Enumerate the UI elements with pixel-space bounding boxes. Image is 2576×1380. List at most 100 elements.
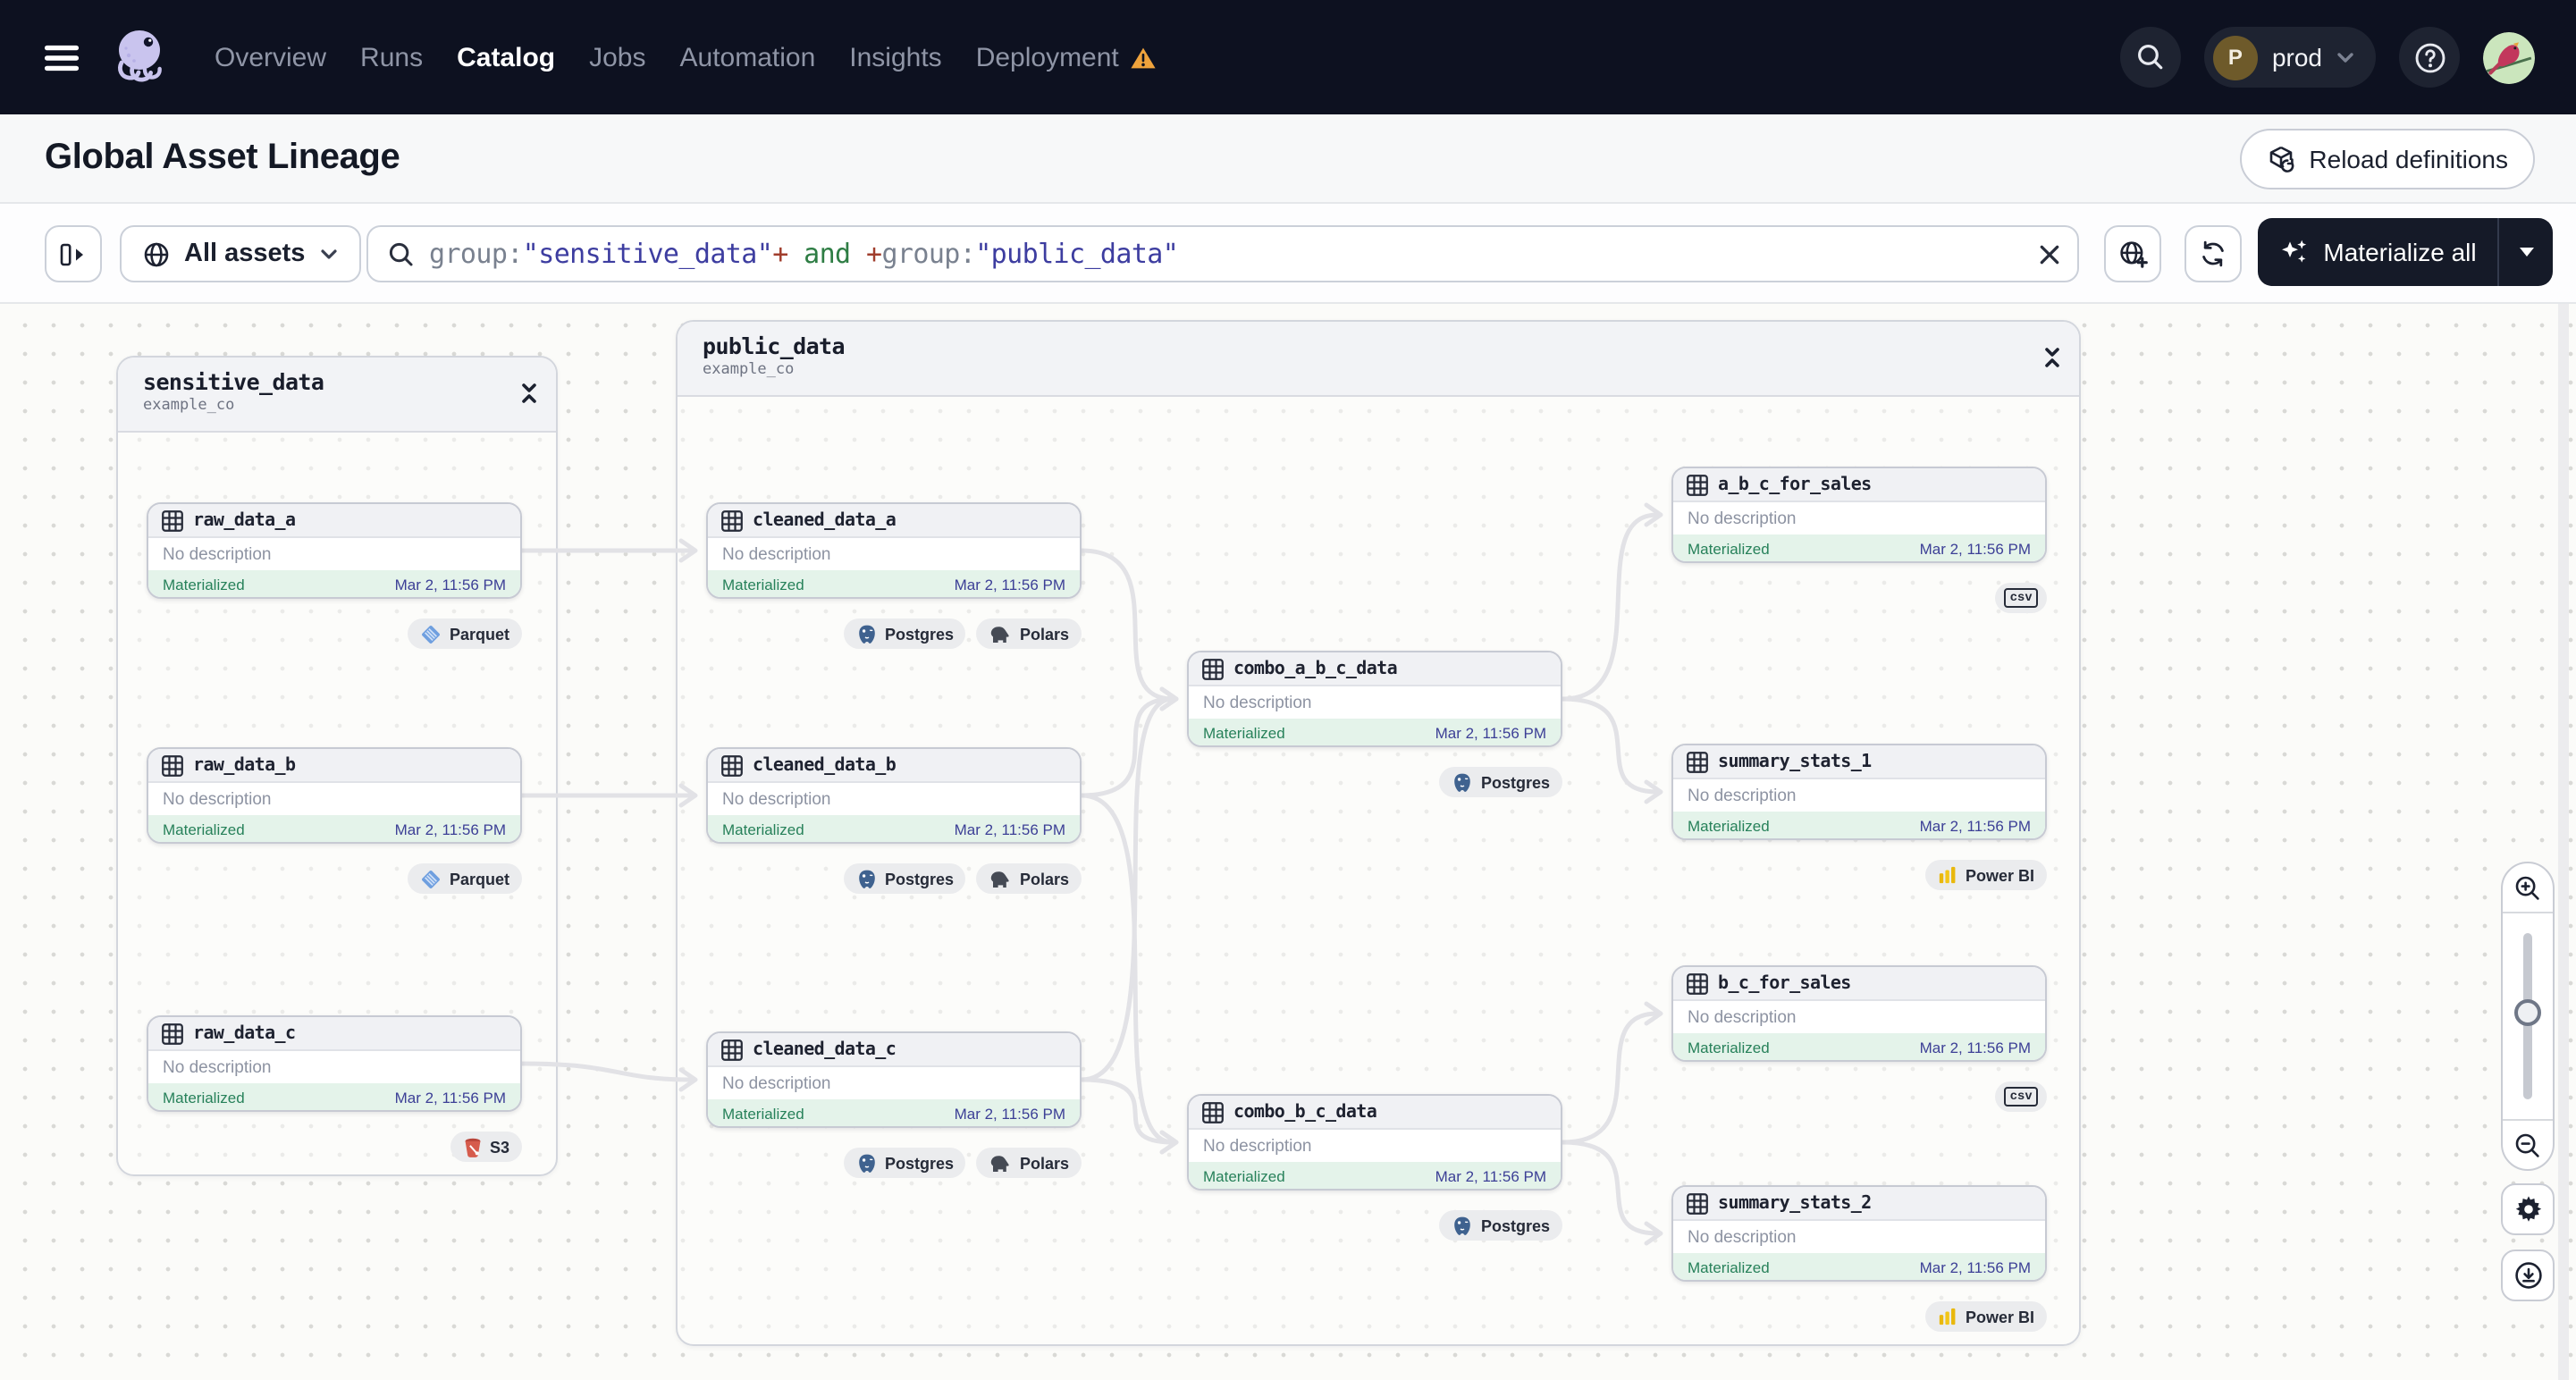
nav-item-jobs[interactable]: Jobs <box>589 42 645 72</box>
zoom-out-button[interactable] <box>2503 1121 2553 1169</box>
asset-node-header: a_b_c_for_sales <box>1673 468 2045 502</box>
table-icon <box>1201 657 1225 680</box>
asset-scope-label: All assets <box>184 240 306 268</box>
status-materialized: Materialized <box>163 575 245 593</box>
zoom-slider[interactable] <box>2503 912 2553 1121</box>
asset-badges: csv <box>1671 1081 2047 1112</box>
environment-avatar: P <box>2212 35 2258 80</box>
nav-item-runs[interactable]: Runs <box>360 42 423 72</box>
materialization-timestamp: Mar 2, 11:56 PM <box>1919 1258 2031 1275</box>
asset-description: No description <box>1688 1227 1797 1247</box>
zoom-in-button[interactable] <box>2503 863 2553 912</box>
asset-search-input[interactable]: group:"sensitive_data"+ and +group:"publ… <box>366 225 2079 282</box>
nav-item-insights[interactable]: Insights <box>849 42 941 72</box>
asset-name: cleaned_data_c <box>753 1039 897 1059</box>
hamburger-menu-button[interactable] <box>45 44 79 71</box>
materialize-divider <box>2497 218 2499 286</box>
dagster-logo-icon[interactable] <box>107 25 172 89</box>
nav-item-overview[interactable]: Overview <box>215 42 326 72</box>
badge-power-bi: Power BI <box>1925 860 2047 890</box>
reload-cube-icon <box>2269 145 2294 172</box>
nav-item-label: Jobs <box>589 42 646 72</box>
asset-badges: Power BI <box>1671 1301 2047 1332</box>
collapse-group-button[interactable] <box>2041 345 2063 370</box>
asset-description: No description <box>163 789 272 809</box>
search-query-text: group:"sensitive_data"+ and +group:"publ… <box>429 238 1179 270</box>
status-materialized: Materialized <box>722 820 804 837</box>
materialization-timestamp: Mar 2, 11:56 PM <box>1919 1038 2031 1056</box>
table-icon <box>1686 972 1709 995</box>
global-search-button[interactable] <box>2119 27 2181 88</box>
user-avatar[interactable] <box>2483 31 2535 83</box>
nav-item-catalog[interactable]: Catalog <box>457 42 555 72</box>
zoom-slider-thumb[interactable] <box>2514 999 2541 1026</box>
help-button[interactable] <box>2399 27 2460 88</box>
asset-name: cleaned_data_a <box>753 510 897 530</box>
badge-label: Power BI <box>1965 866 2034 884</box>
status-materialized: Materialized <box>1688 539 1770 557</box>
graph-settings-button[interactable] <box>2501 1183 2555 1235</box>
query-segment: group: <box>881 238 976 270</box>
group-title: sensitive_data <box>143 368 324 395</box>
badge-label: S3 <box>489 1138 509 1156</box>
download-image-button[interactable] <box>2501 1250 2555 1301</box>
postgres-icon <box>856 1152 878 1174</box>
asset-scope-dropdown[interactable]: All assets <box>120 225 361 282</box>
zoom-control-panel <box>2501 862 2555 1171</box>
materialize-all-main[interactable]: Materialize all <box>2258 237 2497 267</box>
asset-name: combo_a_b_c_data <box>1233 659 1398 678</box>
asset-description: No description <box>722 544 831 564</box>
materialization-timestamp: Mar 2, 11:56 PM <box>394 820 506 837</box>
search-icon <box>389 241 413 265</box>
table-icon <box>720 1038 744 1061</box>
toggle-sidebar-button[interactable] <box>45 225 102 282</box>
close-icon <box>2040 245 2059 265</box>
zoom-in-icon <box>2515 875 2539 899</box>
canvas-scrollbar[interactable] <box>2558 304 2569 1380</box>
status-materialized: Materialized <box>1688 1258 1770 1275</box>
page-title: Global Asset Lineage <box>45 138 400 177</box>
reload-definitions-button[interactable]: Reload definitions <box>2239 129 2535 189</box>
badge-label: Postgres <box>884 625 954 643</box>
refresh-button[interactable] <box>2185 225 2242 282</box>
collapse-group-button[interactable] <box>518 381 540 406</box>
clear-search-button[interactable] <box>2038 243 2061 266</box>
asset-node-header: raw_data_c <box>148 1017 520 1051</box>
materialize-all-button[interactable]: Materialize all <box>2258 218 2553 286</box>
filter-to-selection-button[interactable] <box>2104 225 2161 282</box>
asset-badges: Parquet <box>147 618 522 649</box>
badge-polars: Polars <box>976 1148 1082 1178</box>
query-segment: and <box>787 238 866 270</box>
materialize-dropdown-toggle[interactable] <box>2499 247 2553 257</box>
avatar-bird-image <box>2483 31 2535 83</box>
nav-item-deployment[interactable]: Deployment <box>976 42 1157 72</box>
asset-name: raw_data_b <box>193 755 296 775</box>
environment-switcher[interactable]: P prod <box>2203 27 2376 88</box>
nav-right-cluster: P prod <box>2119 27 2535 88</box>
materialization-timestamp: Mar 2, 11:56 PM <box>1435 1166 1546 1184</box>
warning-icon <box>1130 46 1157 69</box>
nav-item-automation[interactable]: Automation <box>680 42 816 72</box>
table-icon <box>1686 1191 1709 1215</box>
badge-csv: csv <box>1995 1081 2047 1112</box>
